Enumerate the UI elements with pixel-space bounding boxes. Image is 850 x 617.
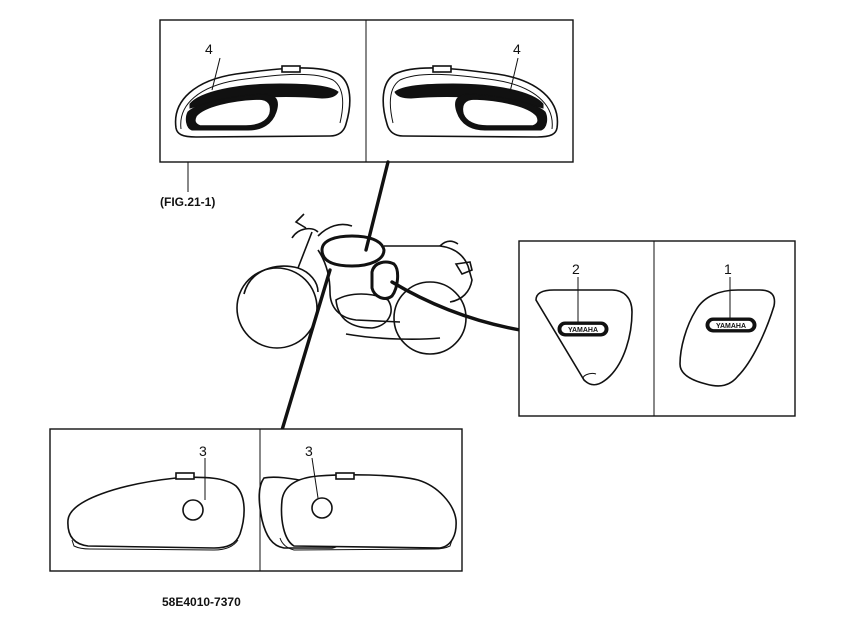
- rear-wheel: [393, 281, 467, 355]
- part-code-label: 58E4010-7370: [162, 595, 241, 609]
- front-wheel: [236, 267, 318, 349]
- callout-top-right: 4: [513, 41, 521, 57]
- callout-top-left: 4: [205, 41, 213, 57]
- callout-side-right: 1: [724, 261, 732, 277]
- side-cover-panel: YAMAHA 2 YAMAHA 1: [518, 240, 796, 417]
- tank-bottom-right: [258, 472, 457, 551]
- bike-side-cover: [370, 260, 400, 300]
- figure-ref-label: (FIG.21-1): [160, 195, 215, 209]
- engine: [335, 293, 392, 329]
- tank-right-view: [382, 65, 559, 138]
- front-fender: [243, 265, 319, 295]
- top-tank-panel: 4 4 (FIG.21-1): [159, 19, 574, 209]
- callout-bottom-right: 3: [305, 443, 313, 459]
- callout-leader-3-right: [311, 457, 319, 499]
- tank-left-cap: [281, 65, 301, 73]
- leader-to-bottom-panel: [280, 268, 332, 432]
- bike-fuel-tank: [320, 234, 386, 268]
- bottom-tank-panel: 3 3: [49, 428, 463, 572]
- emblem-left-text: YAMAHA: [568, 327, 598, 334]
- side-cover-left: [535, 289, 633, 386]
- leader-to-top-panel: [364, 160, 390, 252]
- leader-to-side-panel: [390, 280, 522, 332]
- mount-circle-left: [182, 499, 204, 521]
- side-cover-right: [679, 289, 776, 387]
- tank-left-view: [174, 65, 351, 138]
- callout-bottom-left: 3: [199, 443, 207, 459]
- tank-bottom-left-cap: [175, 472, 195, 480]
- callout-leader-top-right: [509, 57, 519, 93]
- tank-left-knee-pad: [194, 98, 272, 127]
- motorcycle-outline: [236, 213, 473, 355]
- tank-bottom-left: [67, 476, 245, 549]
- mount-circle-right: [311, 497, 333, 519]
- callout-side-left: 2: [572, 261, 580, 277]
- emblem-right-text: YAMAHA: [716, 323, 746, 330]
- callout-leader-top-left: [211, 57, 221, 91]
